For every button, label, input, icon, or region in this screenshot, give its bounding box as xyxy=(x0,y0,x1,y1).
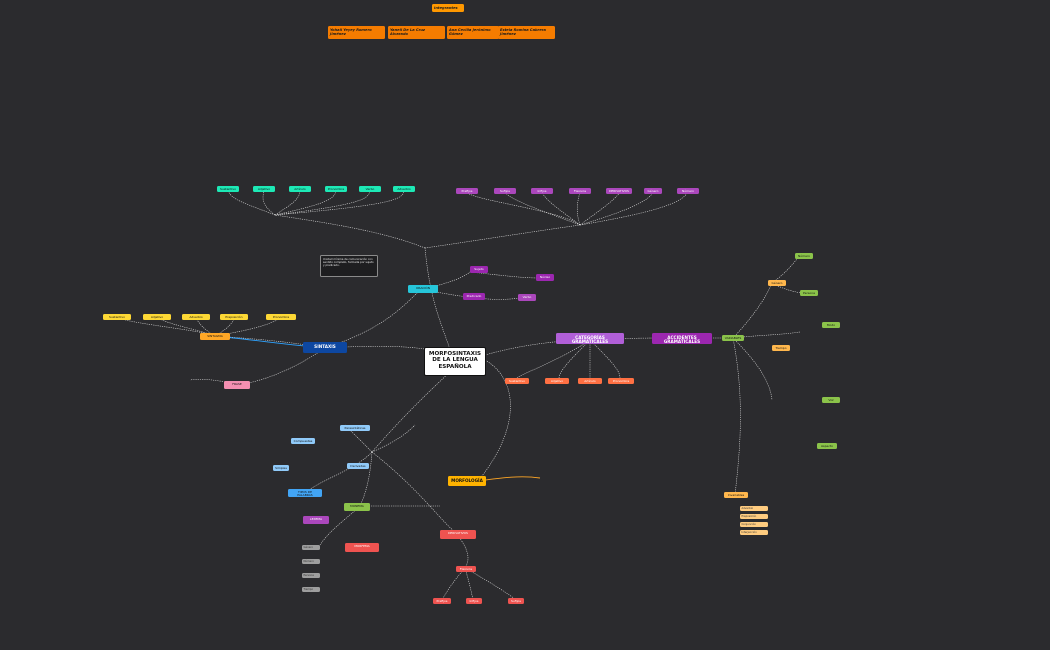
cat-articulo[interactable]: Artículo xyxy=(578,378,602,384)
node-frase[interactable]: FRASE xyxy=(224,381,250,389)
top-label: Integrantes xyxy=(432,4,464,12)
node-morfema[interactable]: MORFEMA xyxy=(345,543,379,552)
node-monema[interactable]: MONEMA xyxy=(344,503,370,511)
sintagma-item-1[interactable]: Sustantivo xyxy=(103,314,131,320)
member-4: Estela Romina Cabrera Jiménez xyxy=(498,26,555,39)
center-topic[interactable]: MORFOSINTAXIS DE LA LENGUA ESPAÑOLA xyxy=(424,347,486,376)
acc-genero[interactable]: Género xyxy=(768,280,786,286)
acc-tiempo[interactable]: Tiempo xyxy=(772,345,790,351)
cat-adjetivo[interactable]: Adjetivo xyxy=(545,378,569,384)
morf-infijos[interactable]: Infijos xyxy=(466,598,482,604)
node-invariables[interactable]: Invariables xyxy=(724,492,748,498)
sintagma-item-3[interactable]: Adverbio xyxy=(182,314,210,320)
teal-4[interactable]: Pronombre xyxy=(325,186,347,192)
member-3: Ana Cecilia Jerónimo Gómez xyxy=(447,26,499,39)
node-sujeto[interactable]: Sujeto xyxy=(470,266,488,273)
node-nucleo[interactable]: Núcleo xyxy=(536,274,554,281)
node-predicado[interactable]: Predicado xyxy=(463,293,485,300)
teal-1[interactable]: Sustantivo xyxy=(217,186,239,192)
acc-persona[interactable]: Persona xyxy=(800,290,818,296)
acc-modo[interactable]: Modo xyxy=(822,322,840,328)
morfema-item-1: Género xyxy=(302,545,320,550)
tipo-parasinteticas[interactable]: Parasintéticas xyxy=(340,425,370,431)
sintagma-item-5[interactable]: Pronombre xyxy=(266,314,296,320)
inv-adverbio: Adverbio xyxy=(740,506,768,511)
branch-sintaxis[interactable]: SINTAXIS xyxy=(303,342,347,353)
teal-3[interactable]: Artículo xyxy=(289,186,311,192)
branch-accidentes[interactable]: ACCIDENTES GRAMATICALES xyxy=(652,333,712,344)
purple-3[interactable]: Infijos xyxy=(531,188,553,194)
morf-prefijos[interactable]: Prefijos xyxy=(433,598,451,604)
node-verbo[interactable]: Verbo xyxy=(518,294,536,301)
node-lexema[interactable]: LEXEMA xyxy=(303,516,329,524)
oracion-note: Unidad mínima de comunicación con sentid… xyxy=(320,255,378,277)
purple-1[interactable]: Prefijos xyxy=(456,188,478,194)
purple-5[interactable]: DERIVATIVOS xyxy=(606,188,632,194)
inv-preposicion: Preposición xyxy=(740,514,768,519)
sintagma-item-4[interactable]: Preposición xyxy=(220,314,248,320)
acc-aspecto[interactable]: Aspecto xyxy=(817,443,837,449)
tipo-simples[interactable]: Simples xyxy=(273,465,289,471)
member-1: Yohali Yeyey Romero Jiménez xyxy=(328,26,385,39)
cat-sustantivo[interactable]: Sustantivo xyxy=(505,378,529,384)
branch-categorias[interactable]: CATEGORÍAS GRAMATICALES xyxy=(556,333,624,344)
purple-7[interactable]: Número xyxy=(677,188,699,194)
node-variables[interactable]: VARIABLES xyxy=(722,335,744,341)
purple-4[interactable]: Flexivos xyxy=(569,188,591,194)
cat-pronombre[interactable]: Pronombre xyxy=(608,378,634,384)
tipo-compuestas[interactable]: Compuestas xyxy=(291,438,315,444)
morfema-item-2: Número xyxy=(302,559,320,564)
morfema-item-3: Persona xyxy=(302,573,320,578)
inv-conjuncion: Conjunción xyxy=(740,522,768,527)
inv-interjeccion: Interjección xyxy=(740,530,768,535)
acc-numero[interactable]: Número xyxy=(795,253,813,259)
teal-6[interactable]: Adverbio xyxy=(393,186,415,192)
branch-morfologia[interactable]: MORFOLOGÍA xyxy=(448,476,486,486)
node-sintagma[interactable]: SINTAGMA xyxy=(200,333,230,340)
member-2: Yaneli De La Cruz Alvarado xyxy=(388,26,445,39)
node-flexivos[interactable]: Flexivos xyxy=(456,566,476,572)
node-derivativos[interactable]: DERIVATIVOS xyxy=(440,530,476,539)
purple-2[interactable]: Sufijos xyxy=(494,188,516,194)
node-tipos-palabras[interactable]: TIPOS DE PALABRAS xyxy=(288,489,322,497)
teal-2[interactable]: Adjetivo xyxy=(253,186,275,192)
sintagma-item-2[interactable]: Adjetivo xyxy=(143,314,171,320)
tipo-derivadas[interactable]: Derivadas xyxy=(347,463,369,469)
teal-5[interactable]: Verbo xyxy=(359,186,381,192)
morf-sufijos[interactable]: Sufijos xyxy=(508,598,524,604)
acc-voz[interactable]: Voz xyxy=(822,397,840,403)
node-oracion[interactable]: ORACIÓN xyxy=(408,285,438,293)
purple-6[interactable]: Género xyxy=(644,188,662,194)
morfema-item-4: Tiempo xyxy=(302,587,320,592)
